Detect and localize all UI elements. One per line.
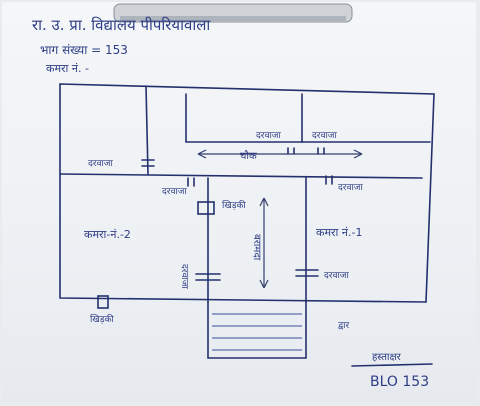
school-title: रा. उ. प्रा. विद्यालय पीपरियावाला (32, 16, 211, 34)
corridor-arrows (197, 149, 363, 289)
building-outline (59, 83, 435, 359)
label-door-room1-bottom: दरवाजा (324, 271, 349, 281)
label-door-room2-bottom: दरवाजा (179, 264, 189, 289)
label-entrance: द्वार (338, 321, 350, 331)
label-corridor: चौक (240, 150, 257, 162)
label-door-left-wall: दरवाजा (88, 159, 113, 169)
label-door-room1-top: दरवाजा (338, 183, 363, 193)
hand-drawn-map: रा. उ. प्रा. विद्यालय पीपरियावाला भाग सं… (32, 3, 435, 390)
label-door-top-right: दरवाजा (312, 131, 337, 141)
part-number: भाग संख्या = 153 (40, 43, 128, 57)
label-window-bottom-left: खिड़की (90, 313, 114, 325)
signature-name: हस्ताक्षर (372, 352, 402, 363)
label-verandah: बरामदा (251, 234, 262, 261)
label-room1: कमरा नं.-1 (316, 226, 362, 239)
signature-designation: BLO 153 (370, 374, 429, 390)
label-door-top-left: दरवाजा (256, 131, 281, 141)
binder-clip-icon (113, 3, 353, 23)
label-room2: कमरा-नं.-2 (84, 228, 131, 241)
label-door-room2-top: दरवाजा (162, 187, 187, 197)
signature-block: हस्ताक्षर BLO 153 (351, 352, 433, 390)
label-window-top-center: खिड़की (222, 199, 246, 211)
paper-sheet: रा. उ. प्रा. विद्यालय पीपरियावाला भाग सं… (2, 2, 476, 402)
room-number-heading: कमरा नं. - (46, 62, 89, 75)
door-markers (97, 147, 333, 309)
